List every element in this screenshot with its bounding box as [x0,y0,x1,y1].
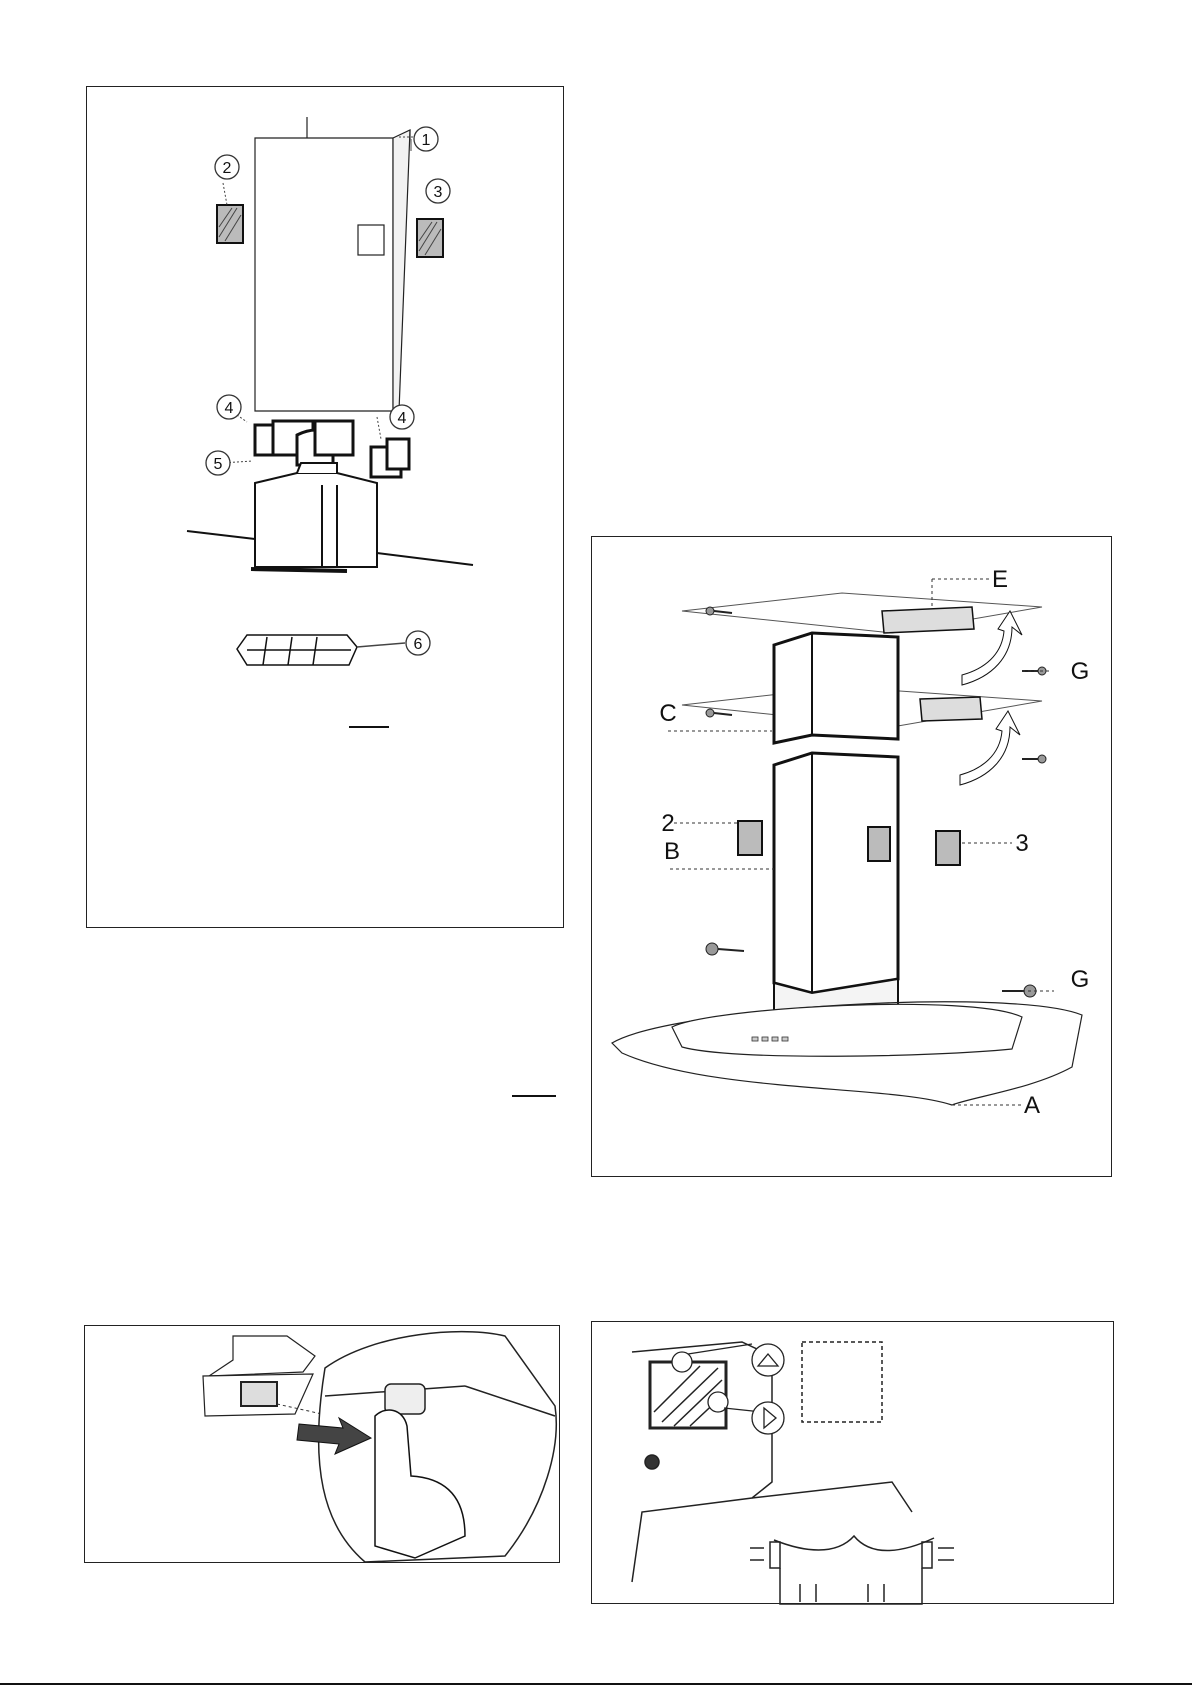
hood-thumbnail-illustration [203,1336,315,1416]
carbon-filter-drawing [592,1322,1115,1605]
chimney-assembly-drawing: E G C 2 3 B G A [592,537,1113,1178]
motor-housing-illustration [251,463,377,571]
letter-G-top: G [1071,658,1090,685]
motor-side-illustration [632,1342,912,1582]
letter-3: 3 [1015,830,1028,857]
lower-chimney-illustration [774,753,898,993]
callout-4-right-text: 4 [398,410,407,427]
callout-6-text: 6 [414,636,423,653]
align-arrow-right-icon [752,1402,784,1434]
airflow-diagram [750,1536,954,1604]
letter-A: A [1024,1092,1040,1119]
carbon-filter-right-illustration [417,219,443,257]
align-arrow-up-icon [752,1344,784,1376]
figure-chimney-assembly: E G C 2 3 B G A [591,536,1112,1177]
letter-2: 2 [661,810,674,837]
figure-chimney-exploded: 1 2 3 4 4 5 6 [86,86,564,928]
figure-carbon-filter-fitting [591,1321,1114,1604]
callout-3-text: 3 [434,184,443,201]
letter-B: B [664,838,680,865]
callout-5-text: 5 [214,456,223,473]
callout-2-text: 2 [223,160,232,177]
letter-E: E [992,566,1008,593]
upper-chimney-illustration [774,633,898,743]
carbon-filter-left-illustration [217,183,243,243]
callout-4-left-text: 4 [225,400,234,417]
filter-tray-illustration [237,635,405,665]
letter-C: C [659,700,676,727]
chimney-cover-illustration [255,117,410,411]
underline-mark-2 [512,1095,556,1097]
callout-1-text: 1 [422,132,431,149]
filter-removal-drawing [85,1326,561,1564]
letter-G-bottom: G [1071,966,1090,993]
glass-canopy-illustration [612,1002,1082,1105]
chimney-exploded-drawing: 1 2 3 4 4 5 6 [87,87,565,929]
figure-filter-removal [84,1325,560,1563]
